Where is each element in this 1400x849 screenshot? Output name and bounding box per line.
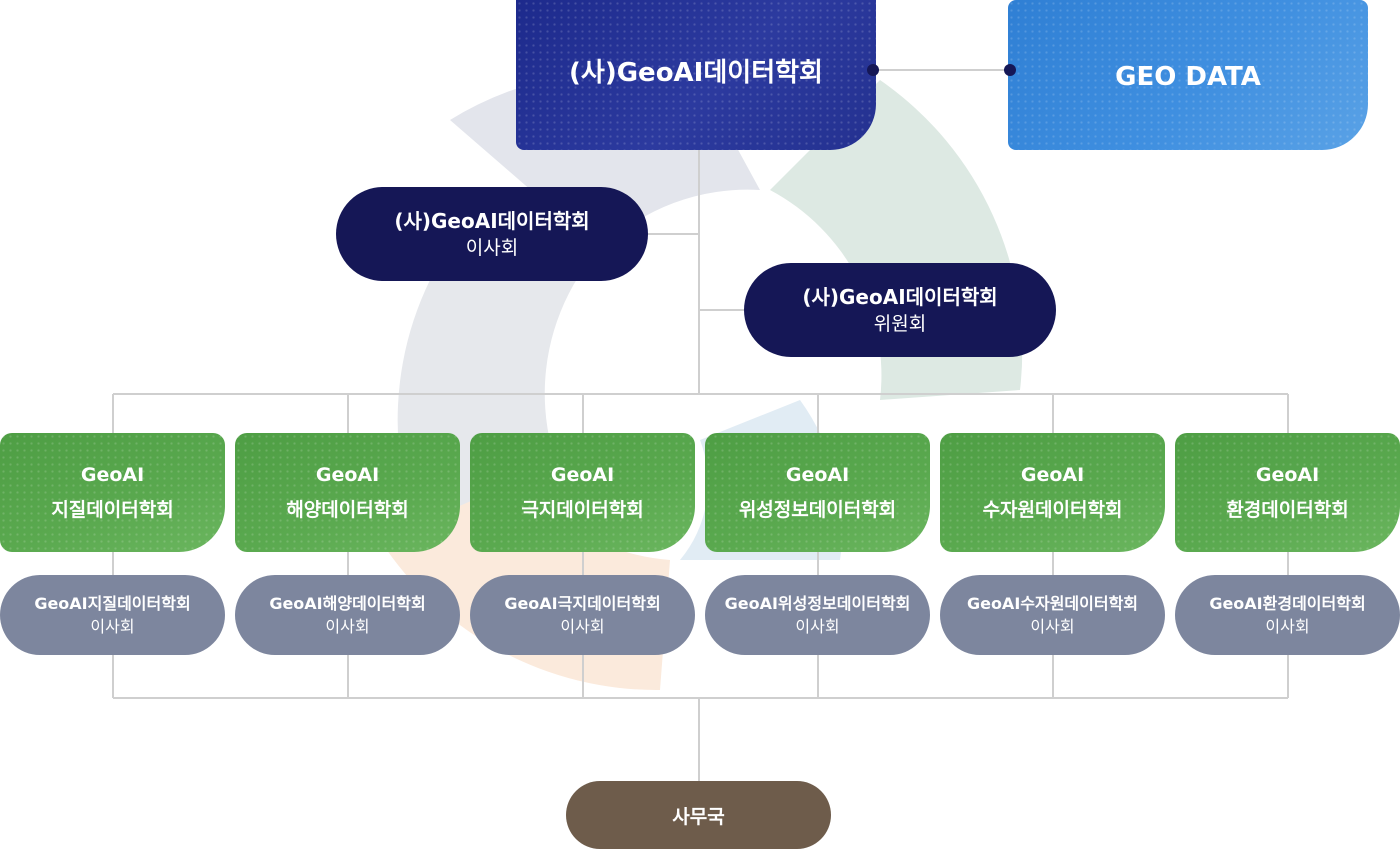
branch-name-line1: GeoAI <box>1255 463 1320 486</box>
branch-box-geology: GeoAI 지질데이터학회 <box>0 433 225 552</box>
branch-name-line2: 위성정보데이터학회 <box>738 498 897 521</box>
branch-board-satellite: GeoAI위성정보데이터학회 이사회 <box>705 575 930 655</box>
geo-data-label: GEO DATA <box>1115 62 1261 92</box>
branch-board-water-resources: GeoAI수자원데이터학회 이사회 <box>940 575 1165 655</box>
main-organization-box: (사)GeoAI데이터학회 <box>516 0 876 150</box>
branch-name-line1: GeoAI <box>1020 463 1085 486</box>
branch-box-polar: GeoAI 극지데이터학회 <box>470 433 695 552</box>
secretariat-label: 사무국 <box>672 805 725 828</box>
branch-name-line2: 극지데이터학회 <box>521 498 644 521</box>
committee-subtitle: 위원회 <box>873 313 927 335</box>
branch-board-subtitle: 이사회 <box>560 617 605 636</box>
main-organization-label: (사)GeoAI데이터학회 <box>569 57 823 88</box>
branch-board-geology: GeoAI지질데이터학회 이사회 <box>0 575 225 655</box>
branch-name-line2: 환경데이터학회 <box>1226 498 1349 521</box>
branch-box-ocean: GeoAI 해양데이터학회 <box>235 433 460 552</box>
board-subtitle: 이사회 <box>465 237 519 259</box>
branch-board-title: GeoAI위성정보데이터학회 <box>724 594 911 613</box>
branch-board-title: GeoAI해양데이터학회 <box>269 594 426 613</box>
geo-data-box: GEO DATA <box>1008 0 1368 150</box>
branch-board-subtitle: 이사회 <box>1265 617 1310 636</box>
committee: (사)GeoAI데이터학회 위원회 <box>744 263 1056 357</box>
board-of-directors: (사)GeoAI데이터학회 이사회 <box>336 187 648 281</box>
branch-board-title: GeoAI극지데이터학회 <box>504 594 661 613</box>
committee-title: (사)GeoAI데이터학회 <box>802 285 998 309</box>
branch-board-polar: GeoAI극지데이터학회 이사회 <box>470 575 695 655</box>
branch-board-ocean: GeoAI해양데이터학회 이사회 <box>235 575 460 655</box>
branch-board-subtitle: 이사회 <box>1030 617 1075 636</box>
branch-board-title: GeoAI수자원데이터학회 <box>966 594 1139 613</box>
secretariat-office: 사무국 <box>566 781 831 849</box>
branch-box-satellite: GeoAI 위성정보데이터학회 <box>705 433 930 552</box>
branch-board-subtitle: 이사회 <box>325 617 370 636</box>
branch-board-environment: GeoAI환경데이터학회 이사회 <box>1175 575 1400 655</box>
branch-box-water-resources: GeoAI 수자원데이터학회 <box>940 433 1165 552</box>
branch-board-title: GeoAI지질데이터학회 <box>34 594 191 613</box>
branch-name-line1: GeoAI <box>550 463 615 486</box>
branch-name-line1: GeoAI <box>785 463 850 486</box>
board-title: (사)GeoAI데이터학회 <box>394 209 590 233</box>
branch-board-subtitle: 이사회 <box>90 617 135 636</box>
branch-name-line1: GeoAI <box>315 463 380 486</box>
branch-name-line2: 수자원데이터학회 <box>982 498 1123 521</box>
branch-box-environment: GeoAI 환경데이터학회 <box>1175 433 1400 552</box>
branch-name-line1: GeoAI <box>80 463 145 486</box>
branch-name-line2: 해양데이터학회 <box>286 498 409 521</box>
branch-board-title: GeoAI환경데이터학회 <box>1209 594 1366 613</box>
branch-name-line2: 지질데이터학회 <box>51 498 174 521</box>
branch-board-subtitle: 이사회 <box>795 617 840 636</box>
